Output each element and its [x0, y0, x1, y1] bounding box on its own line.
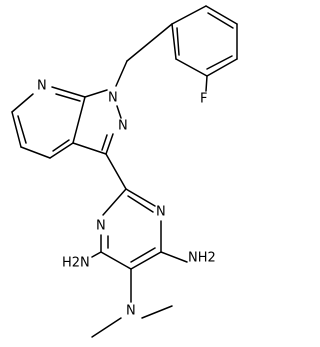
atom-labels: N N N F N N NH2 H2N N	[37, 79, 216, 319]
atom-fluorine: F	[200, 92, 207, 107]
atom-n-dimethyl: N	[126, 304, 136, 319]
atom-n2-pyrazole: N	[118, 119, 128, 134]
molecule-structure-canvas: N N N F N N NH2 H2N N	[11, 5, 238, 338]
atom-n-pyridine: N	[37, 79, 47, 94]
bond-lines	[11, 5, 238, 338]
atom-n-pyrimidine-right: N	[156, 205, 166, 220]
atom-n1-pyrazole: N	[108, 91, 118, 106]
atom-n-pyrimidine-left: N	[96, 219, 106, 234]
atom-nh2-right: NH2	[188, 251, 216, 266]
atom-nh2-left: H2N	[62, 256, 90, 271]
